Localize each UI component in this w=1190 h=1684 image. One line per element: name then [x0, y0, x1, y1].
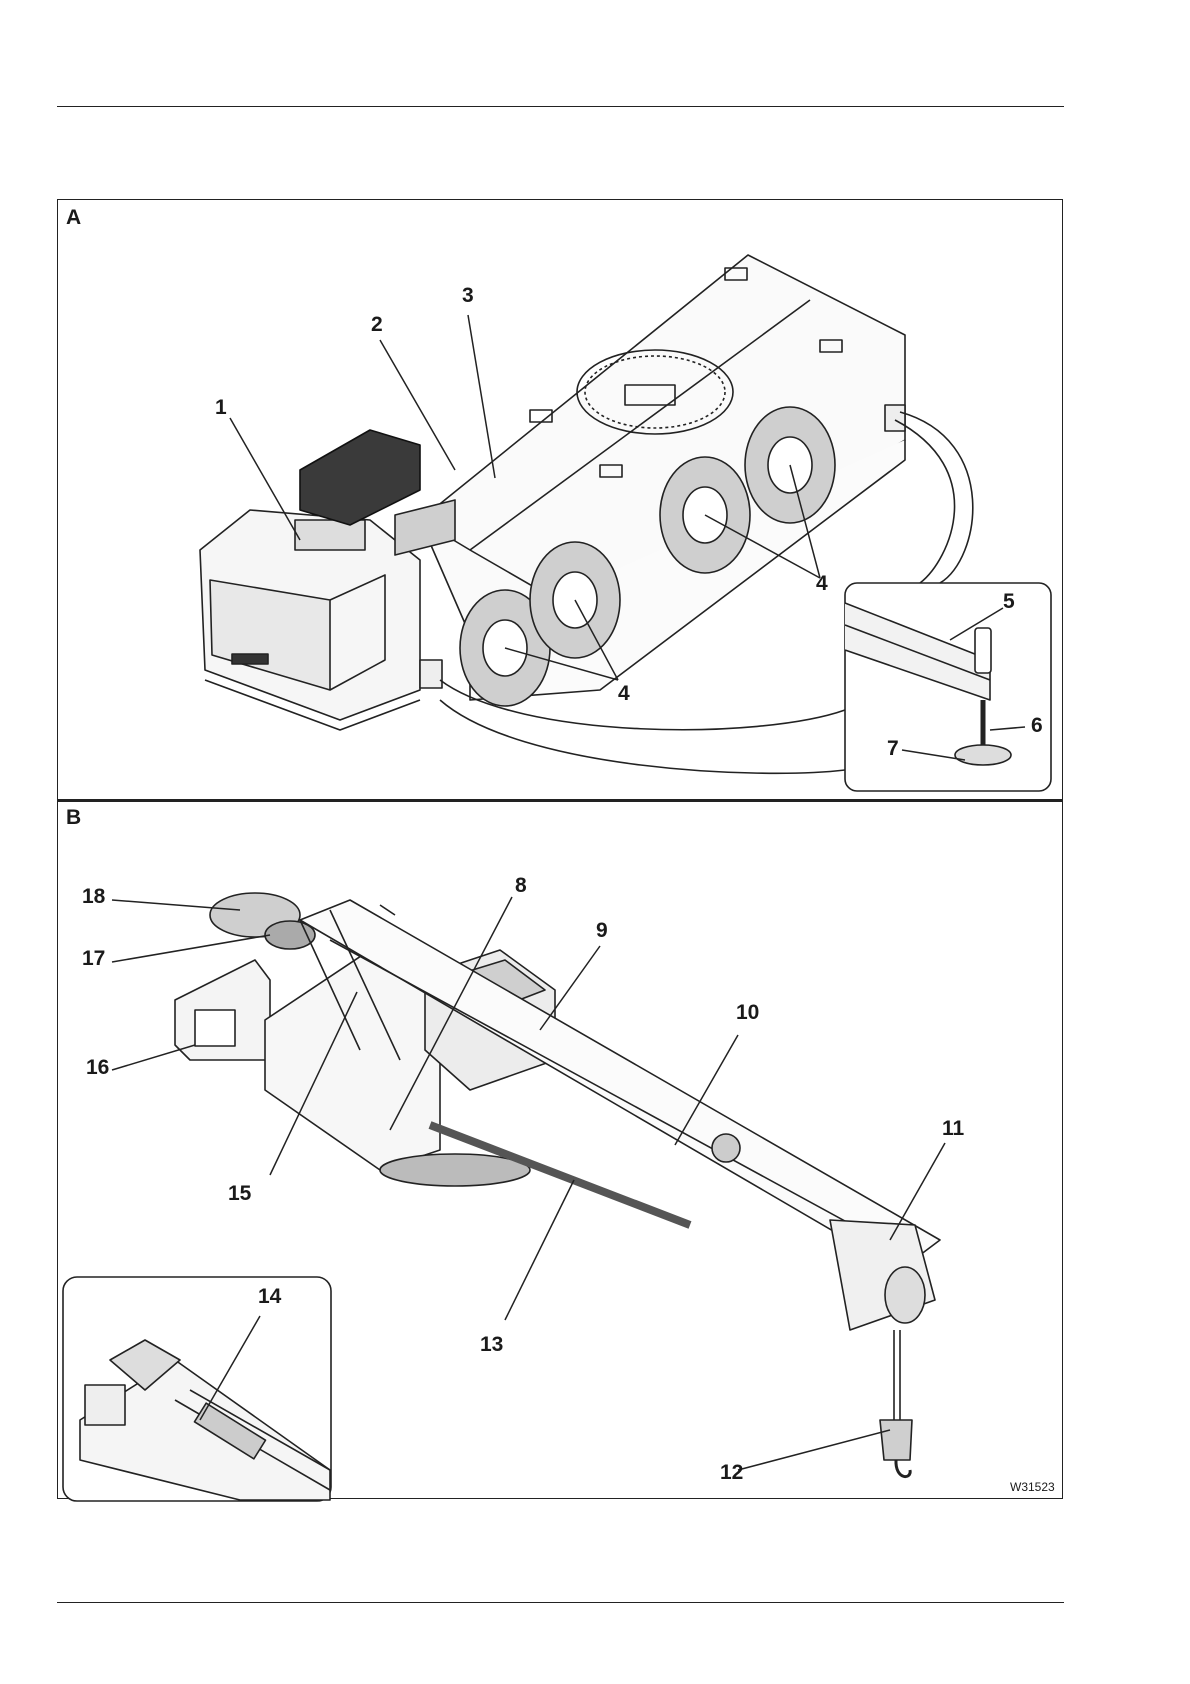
callout-label: 14 [258, 1286, 281, 1307]
callout-label: 7 [887, 738, 899, 759]
callout-label: 18 [82, 886, 105, 907]
panel-label-a: A [66, 206, 81, 230]
support-pad [955, 745, 1011, 765]
callout-label: 4 [618, 683, 630, 704]
carrier-vehicle-drawing [200, 255, 905, 730]
callout-label: 15 [228, 1183, 251, 1204]
callout-label: 12 [720, 1462, 743, 1483]
callout-label: 9 [596, 920, 608, 941]
callout-label: 5 [1003, 591, 1015, 612]
callout-label: 4 [816, 573, 828, 594]
callout-label: 10 [736, 1002, 759, 1023]
callout-label: 6 [1031, 715, 1043, 736]
engine-radiator [300, 430, 420, 525]
callout-label: 1 [215, 397, 227, 418]
callout-label: 8 [515, 875, 527, 896]
callout-label: 17 [82, 948, 105, 969]
panel-label-b: B [66, 806, 81, 830]
callout-label: 11 [942, 1118, 964, 1139]
outrigger-cylinder [975, 628, 991, 673]
telescoping-detail-inset [63, 1277, 331, 1501]
callout-label: 3 [462, 285, 474, 306]
callout-label: 16 [86, 1057, 109, 1078]
figure-id: W31523 [1010, 1480, 1055, 1494]
callout-label: 2 [371, 314, 383, 335]
callout-label: 13 [480, 1334, 503, 1355]
hook-block [880, 1420, 912, 1460]
